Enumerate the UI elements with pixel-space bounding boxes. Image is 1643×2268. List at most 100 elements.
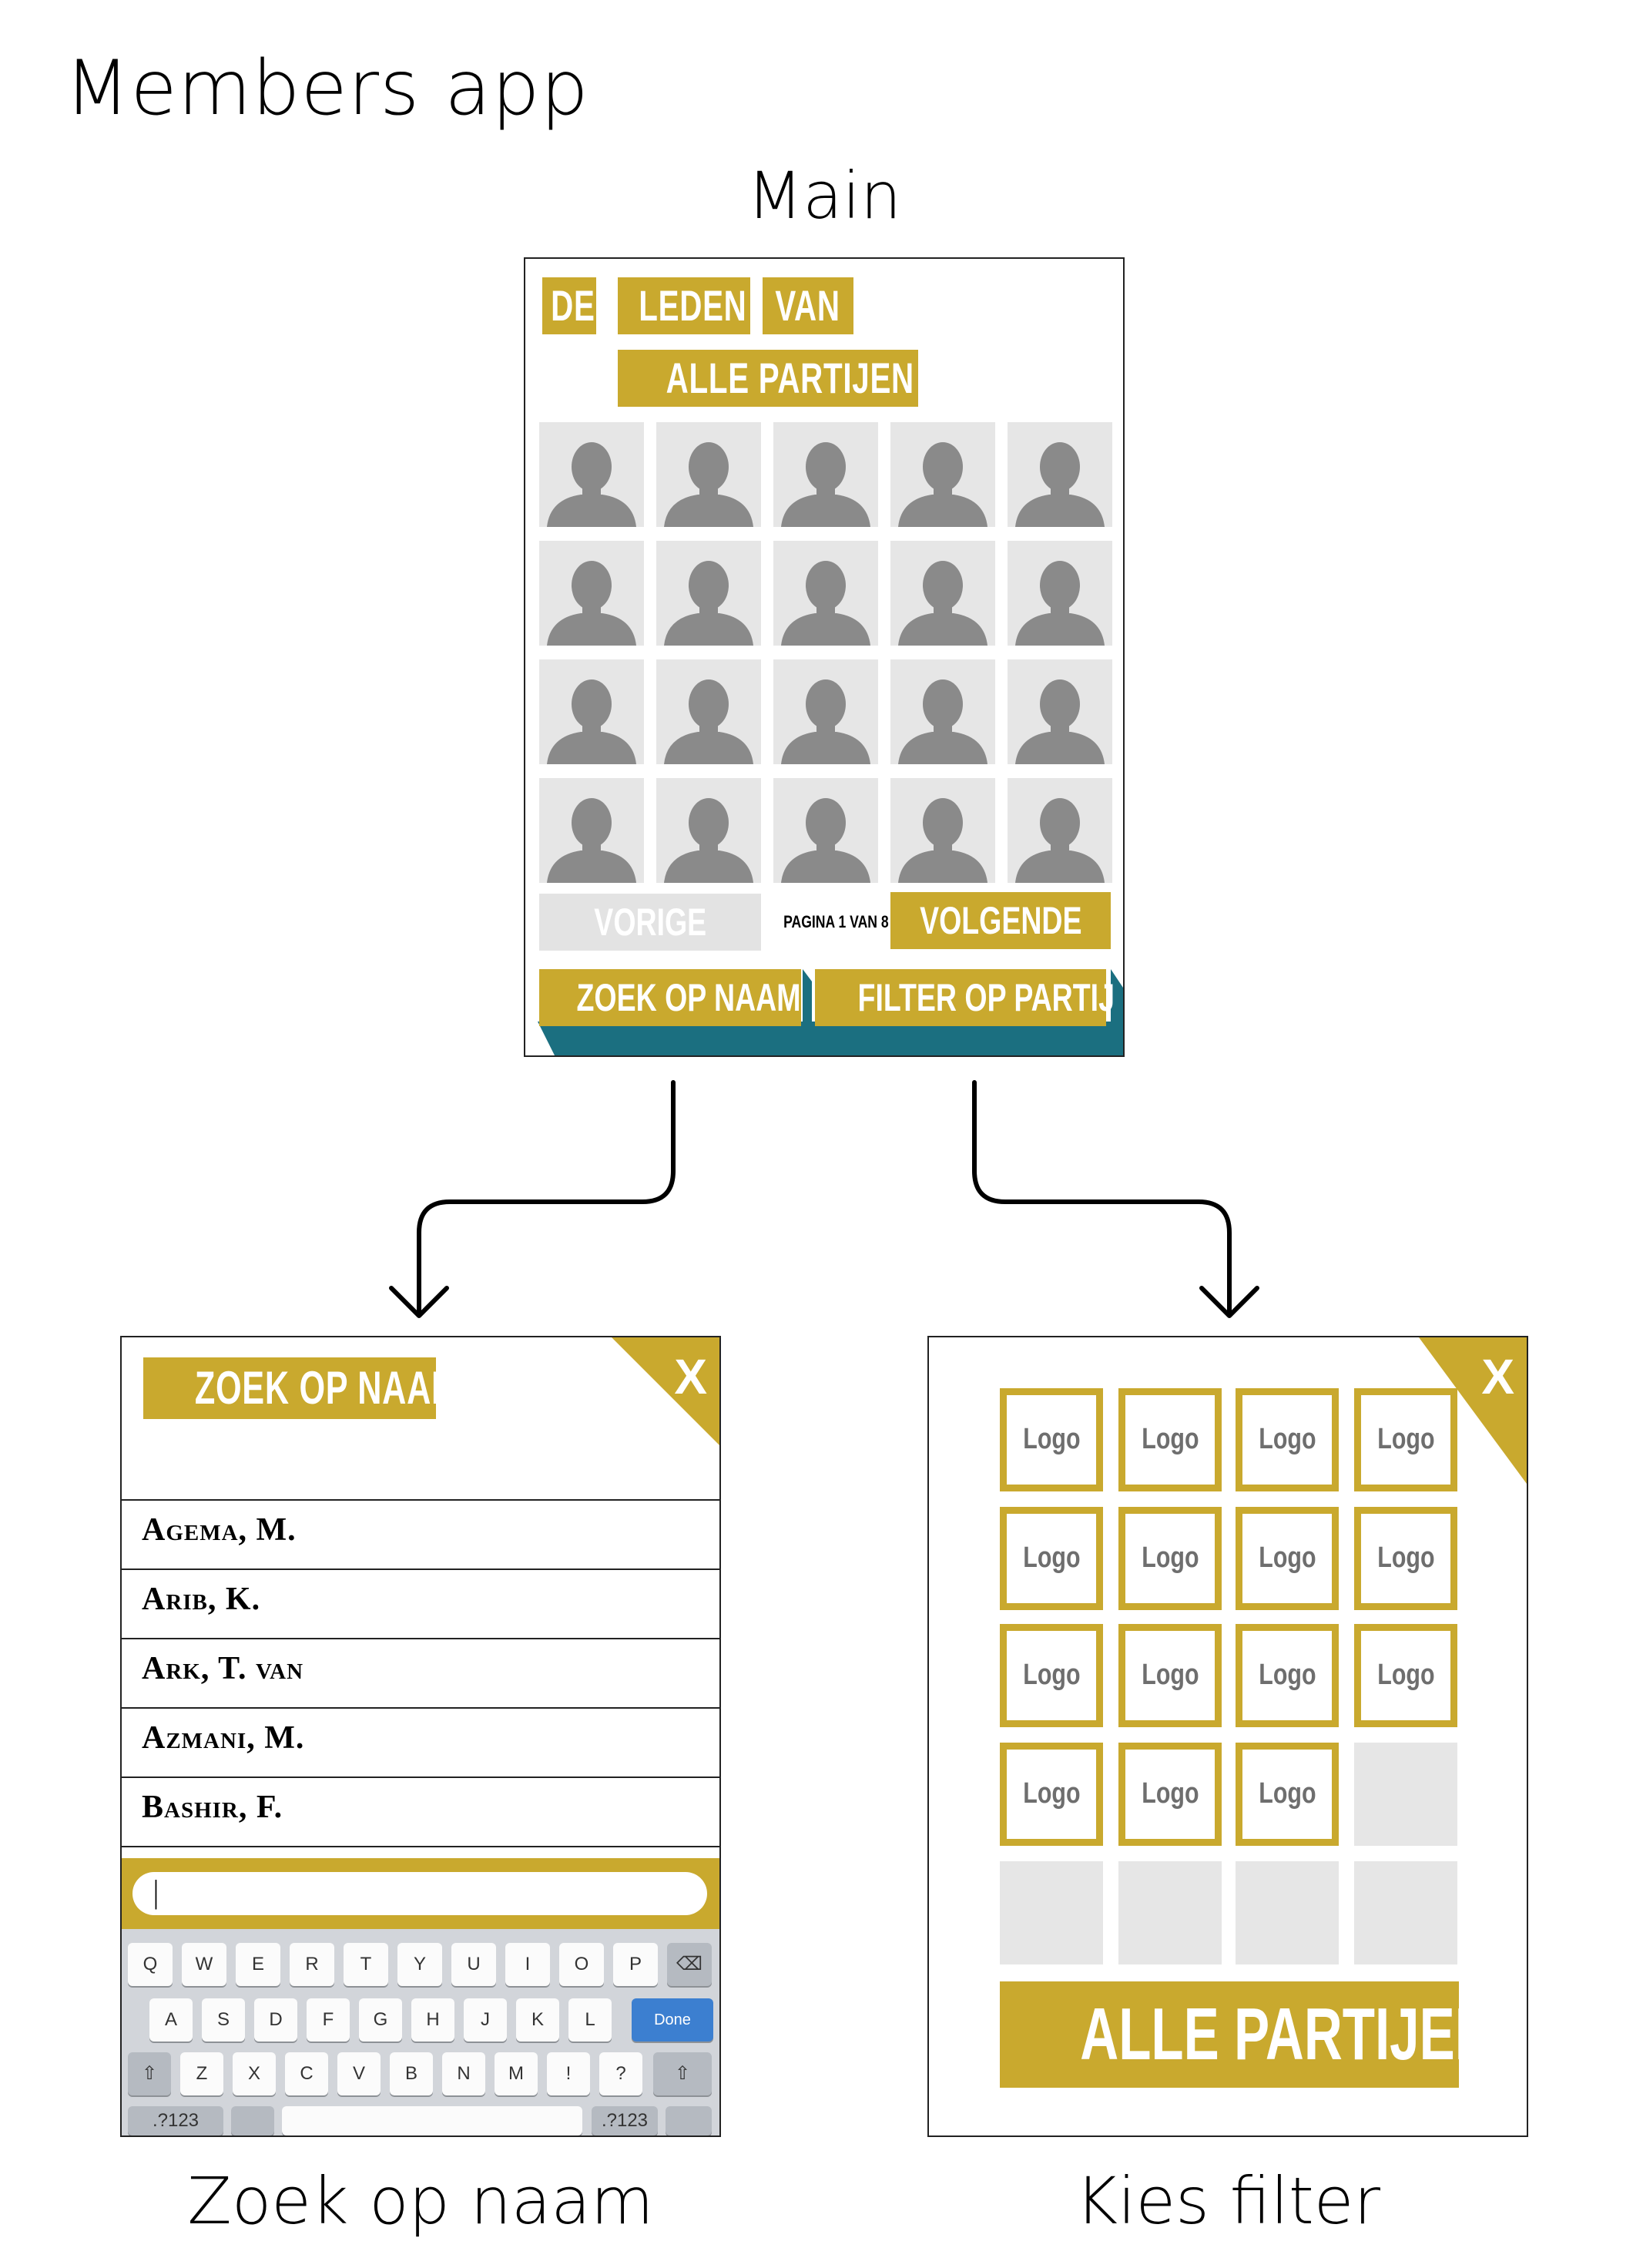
member-avatar[interactable] (890, 659, 995, 764)
party-logo-tile[interactable]: Logo (1118, 1507, 1222, 1610)
key-i[interactable]: I (505, 1943, 550, 1986)
list-item[interactable]: Ark, T. van (122, 1638, 719, 1706)
party-logo-tile[interactable]: Logo (1236, 1388, 1339, 1491)
search-input[interactable]: | (132, 1872, 707, 1915)
party-logo-tile[interactable]: Logo (1236, 1624, 1339, 1727)
logo-placeholder-text: Logo (1258, 1659, 1316, 1691)
member-avatar[interactable] (890, 541, 995, 646)
list-item[interactable]: Azmani, M. (122, 1707, 719, 1775)
key-o[interactable]: O (559, 1943, 604, 1986)
all-parties-button[interactable]: ALLE PARTIJEN (1000, 1981, 1494, 2088)
key-row3[interactable]: C (285, 2052, 328, 2095)
member-name: Ark, T. van (142, 1651, 304, 1686)
party-logo-tile[interactable]: Logo (1000, 1624, 1103, 1727)
keyboard-dismiss-key[interactable] (666, 2106, 712, 2135)
member-avatar[interactable] (656, 541, 761, 646)
party-logo-tile[interactable]: Logo (1354, 1507, 1457, 1610)
key-row3[interactable]: V (337, 2052, 381, 2095)
key-l[interactable]: L (568, 1998, 612, 2042)
party-logo-tile[interactable]: Logo (1000, 1743, 1103, 1846)
key-row3[interactable]: Z (180, 2052, 223, 2095)
backspace-icon[interactable]: ⌫ (667, 1943, 712, 1986)
member-avatar[interactable] (1008, 659, 1112, 764)
key-g[interactable]: G (359, 1998, 402, 2042)
member-avatar[interactable] (890, 778, 995, 883)
member-avatar[interactable] (773, 422, 878, 527)
party-logo-tile[interactable]: Logo (1354, 1388, 1457, 1491)
logo-placeholder-text: Logo (1022, 1423, 1081, 1455)
close-corner[interactable] (612, 1337, 719, 1445)
key-row3[interactable]: N (442, 2052, 485, 2095)
member-avatar[interactable] (539, 422, 644, 527)
logo-placeholder-text: Logo (1022, 1777, 1081, 1810)
key-p[interactable]: P (613, 1943, 658, 1986)
member-avatar[interactable] (773, 541, 878, 646)
key-t[interactable]: T (344, 1943, 388, 1986)
key-y[interactable]: Y (397, 1943, 442, 1986)
party-logo-tile[interactable]: Logo (1118, 1624, 1222, 1727)
member-avatar[interactable] (1008, 541, 1112, 646)
input-cursor: | (151, 1875, 161, 1909)
member-avatar[interactable] (656, 659, 761, 764)
party-logo-tile[interactable]: Logo (1118, 1743, 1222, 1846)
shift-icon[interactable]: ⇧ (653, 2052, 712, 2095)
next-button[interactable]: VOLGENDE (890, 892, 1111, 949)
party-logo-tile[interactable]: Logo (1000, 1507, 1103, 1610)
party-logo-tile[interactable]: Logo (1236, 1507, 1339, 1610)
footer-button-shadows (803, 969, 1123, 1055)
numbers-key[interactable]: .?123 (592, 2106, 658, 2135)
done-key[interactable]: Done (632, 1998, 713, 2042)
person-icon (898, 798, 987, 883)
key-row3[interactable]: X (233, 2052, 276, 2095)
party-logo-tile[interactable]: Logo (1118, 1388, 1222, 1491)
member-avatar[interactable] (890, 422, 995, 527)
main-screen-label: Main (746, 158, 902, 233)
key-row3[interactable]: M (495, 2052, 538, 2095)
member-avatar[interactable] (539, 541, 644, 646)
key-u[interactable]: U (451, 1943, 496, 1986)
party-logo-tile[interactable]: Logo (1000, 1388, 1103, 1491)
member-avatar[interactable] (656, 778, 761, 883)
key-r[interactable]: R (290, 1943, 334, 1986)
close-icon[interactable]: X (674, 1349, 707, 1404)
shift-icon[interactable]: ⇧ (128, 2052, 171, 2095)
key-row3[interactable]: B (390, 2052, 433, 2095)
key-s[interactable]: S (202, 1998, 245, 2042)
member-avatar[interactable] (773, 778, 878, 883)
close-corner[interactable] (1419, 1337, 1527, 1484)
member-avatar[interactable] (1008, 778, 1112, 883)
member-avatar[interactable] (1008, 422, 1112, 527)
logo-placeholder-text: Logo (1376, 1659, 1435, 1691)
member-avatar[interactable] (539, 659, 644, 764)
connector-to-search (417, 1080, 676, 1315)
close-icon[interactable]: X (1481, 1349, 1514, 1404)
key-row3[interactable]: ? (599, 2052, 642, 2095)
logo-placeholder-text: Logo (1141, 1542, 1199, 1574)
key-row3[interactable]: ! (547, 2052, 590, 2095)
member-name: Bashir, F. (142, 1790, 283, 1825)
member-avatar[interactable] (539, 778, 644, 883)
space-key[interactable] (282, 2106, 582, 2135)
list-item[interactable]: Agema, M. (122, 1499, 719, 1567)
party-logo-tile[interactable]: Logo (1354, 1624, 1457, 1727)
prev-button[interactable]: VORIGE (539, 894, 761, 951)
key-f[interactable]: F (307, 1998, 350, 2042)
member-avatar[interactable] (656, 422, 761, 527)
party-logo-tile[interactable]: Logo (1236, 1743, 1339, 1846)
list-item[interactable]: Bashir, F. (122, 1776, 719, 1844)
search-by-name-button[interactable]: ZOEK OP NAAM (539, 969, 801, 1026)
member-avatar[interactable] (773, 659, 878, 764)
key-w[interactable]: W (182, 1943, 226, 1986)
key-q[interactable]: Q (128, 1943, 173, 1986)
person-icon (1015, 561, 1105, 646)
key-j[interactable]: J (464, 1998, 507, 2042)
key-k[interactable]: K (516, 1998, 559, 2042)
filter-by-party-button[interactable]: FILTER OP PARTIJ (815, 969, 1115, 1026)
key-h[interactable]: H (411, 1998, 454, 2042)
key-a[interactable]: A (149, 1998, 193, 2042)
emoji-key[interactable] (231, 2106, 274, 2135)
key-e[interactable]: E (236, 1943, 280, 1986)
list-item[interactable]: Arib, K. (122, 1568, 719, 1636)
key-d[interactable]: D (254, 1998, 297, 2042)
numbers-key[interactable]: .?123 (128, 2106, 223, 2135)
